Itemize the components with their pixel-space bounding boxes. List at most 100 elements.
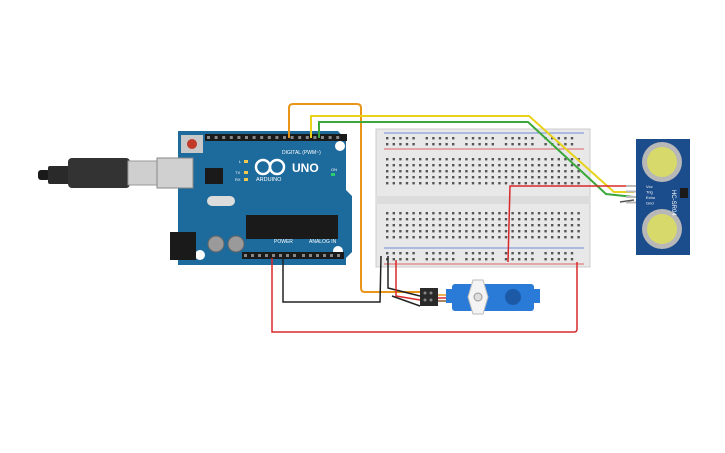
breadboard-hole[interactable] [531,236,534,239]
breadboard-hole[interactable] [419,224,422,227]
breadboard-hole[interactable] [471,236,475,239]
breadboard-rail-hole[interactable] [511,143,514,146]
breadboard-hole[interactable] [577,164,580,167]
breadboard-hole[interactable] [564,236,567,239]
breadboard-hole[interactable] [557,170,560,173]
breadboard-hole[interactable] [438,158,442,161]
breadboard-rail-hole[interactable] [564,252,567,255]
breadboard-rail-hole[interactable] [518,258,521,261]
breadboard-hole[interactable] [405,218,409,221]
breadboard-rail-hole[interactable] [386,258,389,261]
breadboard-hole[interactable] [518,164,521,167]
arduino-uno-board[interactable]: ARDUINO UNO L TX RX ON DIGITAL (PWM~) PO… [156,131,352,265]
breadboard-hole[interactable] [504,230,508,233]
breadboard-hole[interactable] [425,212,428,215]
breadboard-hole[interactable] [485,218,488,221]
breadboard-rail-hole[interactable] [405,258,409,261]
breadboard-rail-hole[interactable] [504,252,508,255]
header-pin[interactable] [337,254,340,257]
wire-orange[interactable] [288,103,422,293]
breadboard-hole[interactable] [465,176,468,179]
header-pin[interactable] [245,136,248,139]
breadboard-hole[interactable] [551,230,554,233]
breadboard-hole[interactable] [471,158,475,161]
breadboard-hole[interactable] [524,218,527,221]
breadboard-hole[interactable] [438,182,442,185]
breadboard-hole[interactable] [537,212,541,215]
breadboard-hole[interactable] [438,236,442,239]
breadboard-hole[interactable] [432,236,435,239]
breadboard-hole[interactable] [432,176,435,179]
breadboard-hole[interactable] [498,170,501,173]
usb-cable[interactable] [38,158,159,188]
breadboard-rail-hole[interactable] [504,143,508,146]
breadboard-hole[interactable] [392,176,395,179]
breadboard-hole[interactable] [478,230,481,233]
breadboard-hole[interactable] [570,218,574,221]
breadboard-rail-hole[interactable] [465,143,468,146]
wire-red-sensor-vcc[interactable] [507,185,634,263]
breadboard-hole[interactable] [452,224,455,227]
breadboard-hole[interactable] [504,182,508,185]
breadboard-hole[interactable] [544,224,547,227]
breadboard-hole[interactable] [438,164,442,167]
breadboard-hole[interactable] [577,230,580,233]
breadboard-rail-hole[interactable] [504,137,508,140]
breadboard-hole[interactable] [405,182,409,185]
breadboard-hole[interactable] [570,164,574,167]
breadboard-hole[interactable] [491,182,494,185]
breadboard-hole[interactable] [471,164,475,167]
breadboard-rail-hole[interactable] [557,137,560,140]
breadboard-rail-hole[interactable] [438,137,442,140]
breadboard-rail-hole[interactable] [570,143,574,146]
breadboard-hole[interactable] [458,164,461,167]
breadboard-hole[interactable] [386,218,389,221]
breadboard-hole[interactable] [544,182,547,185]
breadboard-hole[interactable] [445,170,448,173]
breadboard-hole[interactable] [544,212,547,215]
breadboard-hole[interactable] [465,158,468,161]
breadboard-hole[interactable] [412,230,415,233]
breadboard-hole[interactable] [498,236,501,239]
breadboard-hole[interactable] [386,236,389,239]
breadboard-hole[interactable] [570,176,574,179]
breadboard-hole[interactable] [458,230,461,233]
header-pin[interactable] [286,254,289,257]
header-pin[interactable] [316,254,319,257]
breadboard-hole[interactable] [452,212,455,215]
breadboard-hole[interactable] [399,170,402,173]
breadboard-hole[interactable] [405,158,409,161]
breadboard-hole[interactable] [399,176,402,179]
breadboard-rail-hole[interactable] [452,137,455,140]
breadboard-hole[interactable] [458,170,461,173]
breadboard-hole[interactable] [570,230,574,233]
breadboard-hole[interactable] [518,158,521,161]
breadboard-hole[interactable] [531,212,534,215]
breadboard-hole[interactable] [432,218,435,221]
breadboard-hole[interactable] [485,164,488,167]
breadboard-hole[interactable] [504,164,508,167]
breadboard-hole[interactable] [531,224,534,227]
breadboard-hole[interactable] [504,212,508,215]
breadboard-hole[interactable] [504,236,508,239]
breadboard-rail-hole[interactable] [504,258,508,261]
breadboard-hole[interactable] [452,182,455,185]
header-pin[interactable] [229,136,233,139]
breadboard-hole[interactable] [425,224,428,227]
breadboard-hole[interactable] [485,158,488,161]
breadboard-hole[interactable] [577,182,580,185]
breadboard-rail-hole[interactable] [386,252,389,255]
breadboard-hole[interactable] [419,212,422,215]
breadboard-hole[interactable] [564,164,567,167]
breadboard-rail-hole[interactable] [518,252,521,255]
breadboard-rail-hole[interactable] [392,137,395,140]
breadboard-hole[interactable] [478,236,481,239]
breadboard-hole[interactable] [557,212,560,215]
breadboard-hole[interactable] [518,176,521,179]
breadboard-hole[interactable] [452,170,455,173]
breadboard-hole[interactable] [412,218,415,221]
breadboard-rail-hole[interactable] [405,143,409,146]
breadboard-hole[interactable] [498,164,501,167]
breadboard-hole[interactable] [386,212,389,215]
breadboard-rail-hole[interactable] [399,137,402,140]
